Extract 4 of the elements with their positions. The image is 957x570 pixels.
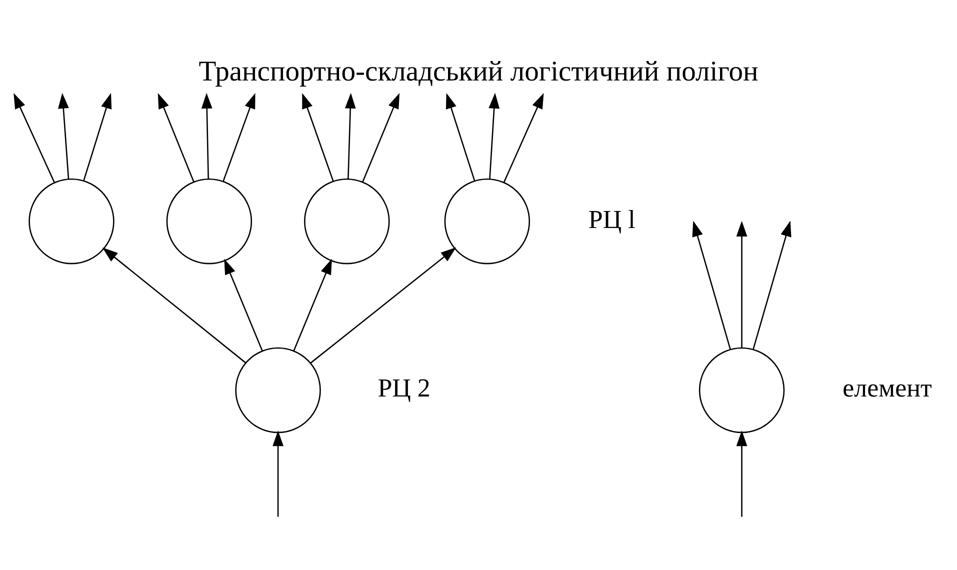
diagram-title: Транспортно-складський логістичний полігон (198, 56, 758, 88)
node-label: РЦ 2 (378, 374, 430, 403)
node-label: елемент (842, 374, 932, 403)
node-label: РЦ l (588, 204, 636, 234)
